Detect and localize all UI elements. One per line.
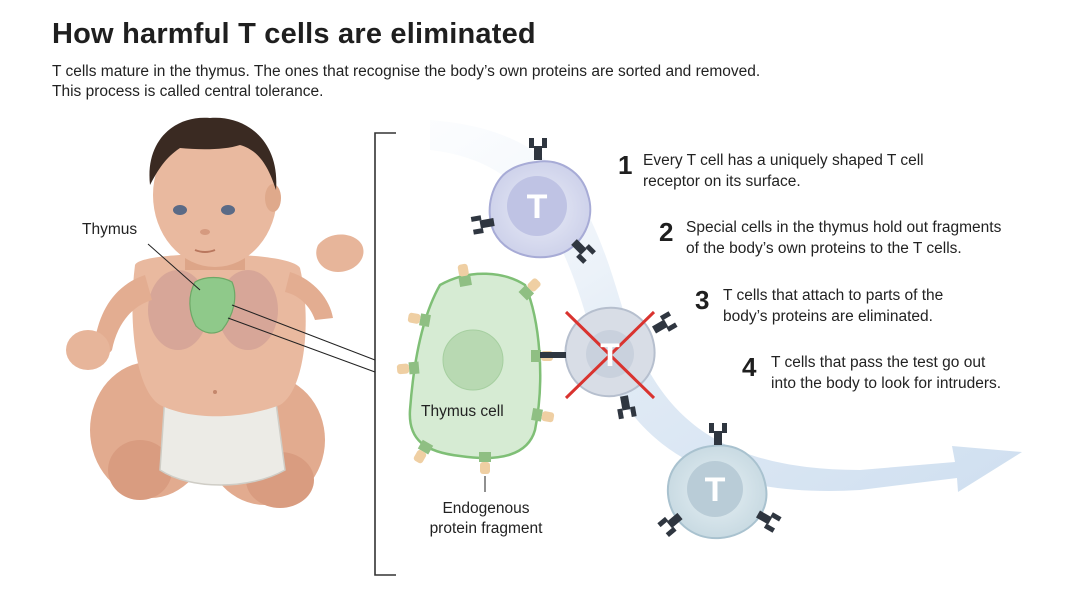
t-cell-1 bbox=[470, 138, 596, 264]
t-cell-1-letter: T bbox=[527, 188, 548, 226]
step-1-number: 1 bbox=[618, 150, 633, 180]
fragment-label-line-2: protein fragment bbox=[429, 520, 543, 537]
zoom-line-bottom bbox=[227, 317, 376, 373]
step-4-line-2: into the body to look for intruders. bbox=[771, 375, 1002, 392]
t-cell-released-letter: T bbox=[705, 471, 726, 509]
thymus-label-line bbox=[147, 243, 201, 291]
thymus-label: Thymus bbox=[82, 221, 138, 238]
t-cell-eliminated-letter: T bbox=[600, 337, 620, 373]
baby-illustration bbox=[66, 117, 364, 508]
subtitle-line-2: This process is called central tolerance… bbox=[52, 83, 324, 100]
t-cell-eliminated bbox=[540, 306, 678, 420]
t-cell-released bbox=[657, 423, 782, 540]
fragment-label-line-1: Endogenous bbox=[442, 500, 530, 517]
subtitle-line-1: T cells mature in the thymus. The ones t… bbox=[52, 63, 761, 80]
step-4-number: 4 bbox=[742, 352, 757, 382]
step-4-line-1: T cells that pass the test go out bbox=[771, 354, 986, 371]
thymus-cell-nucleus bbox=[442, 329, 504, 391]
zoom-line-top bbox=[231, 304, 376, 361]
step-1-line-1: Every T cell has a uniquely shaped T cel… bbox=[643, 152, 924, 169]
thymus-organ bbox=[189, 276, 236, 334]
thymus-cell-label: Thymus cell bbox=[421, 403, 504, 420]
step-3-line-2: body’s proteins are eliminated. bbox=[723, 308, 933, 325]
page-title: How harmful T cells are eliminated bbox=[52, 18, 536, 50]
step-3-number: 3 bbox=[695, 285, 710, 315]
step-1-line-2: receptor on its surface. bbox=[643, 173, 801, 190]
thymus-cell bbox=[408, 272, 542, 460]
bracket bbox=[374, 132, 396, 576]
step-3-line-1: T cells that attach to parts of the bbox=[723, 287, 944, 304]
mhc-protein-complexes bbox=[396, 263, 555, 474]
elimination-x-b bbox=[564, 310, 656, 400]
step-2-number: 2 bbox=[659, 217, 674, 247]
step-2-line-2: of the body’s own proteins to the T cell… bbox=[686, 240, 962, 257]
step-2-line-1: Special cells in the thymus hold out fra… bbox=[686, 219, 1002, 236]
